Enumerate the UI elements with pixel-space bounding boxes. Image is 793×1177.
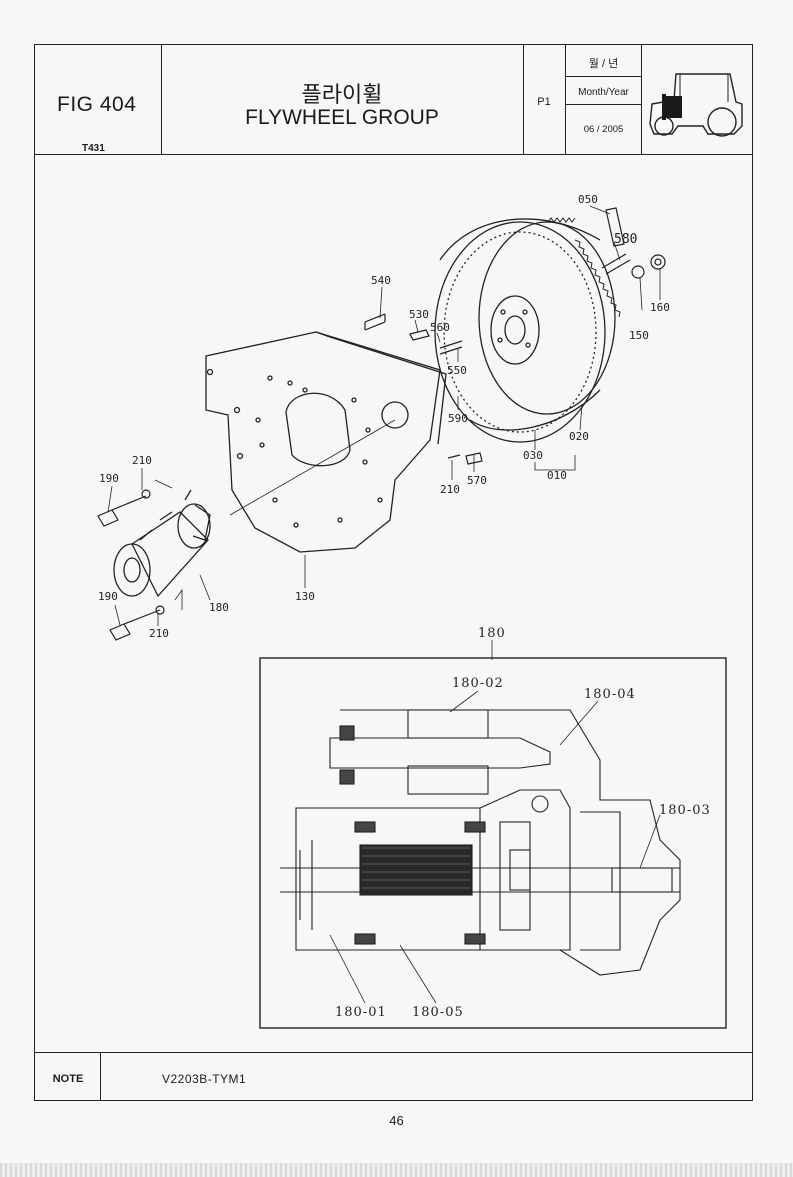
callout-150: 150 (629, 329, 649, 342)
starter-cutaway-drawing (280, 709, 681, 976)
callout-030: 030 (523, 449, 543, 462)
header-col-3 (565, 44, 566, 154)
title-english: FLYWHEEL GROUP (245, 106, 439, 129)
footer-divider (34, 1052, 753, 1053)
note-value: V2203B-TYM1 (162, 1072, 247, 1086)
date-label: Month/Year (578, 87, 629, 98)
callout-190-b: 190 (98, 590, 118, 603)
callout-210-a: 210 (440, 483, 460, 496)
detail-callout-180-04: 180-04 (584, 687, 636, 702)
detail-callout-180-03: 180-03 (659, 803, 711, 818)
header-col-2 (523, 44, 524, 154)
header-divider (34, 154, 753, 155)
date-divider-2 (565, 104, 641, 105)
date-value: 06 / 2005 (583, 124, 624, 135)
callout-570: 570 (467, 474, 487, 487)
callout-210-c: 210 (149, 627, 169, 640)
callout-580: 580 (614, 232, 637, 247)
detail-callout-180-05: 180-05 (412, 1005, 464, 1020)
callout-530: 530 (409, 308, 429, 321)
title-korean: 플라이휠 (301, 82, 383, 107)
callout-180: 180 (209, 601, 229, 614)
callout-020: 020 (569, 430, 589, 443)
callout-010: 010 (547, 469, 567, 482)
header-col-1 (161, 44, 162, 154)
date-label-korean: 월 / 년 (588, 58, 619, 70)
tractor-icon (649, 73, 743, 137)
leader-lines (107, 205, 661, 660)
detail-callout-180-02: 180-02 (452, 676, 504, 691)
callout-210-b: 210 (132, 454, 152, 467)
note-label: NOTE (52, 1073, 84, 1085)
model-code: T431 (82, 143, 105, 154)
callout-190-a: 190 (99, 472, 119, 485)
page-number: 46 (389, 1113, 404, 1128)
starter-motor-drawing (113, 489, 211, 598)
detail-box (259, 657, 727, 1029)
fastener-drawings (97, 207, 666, 641)
detail-callout-180-01: 180-01 (335, 1005, 387, 1020)
housing-plate-drawing (205, 331, 447, 553)
detail-title: 180 (478, 626, 506, 641)
fig-number: FIG 404 (57, 93, 137, 116)
callout-590: 590 (448, 412, 468, 425)
page-frame (34, 44, 753, 1101)
page-code: P1 (537, 96, 551, 108)
detail-leader-lines (329, 690, 661, 1004)
callout-550: 550 (447, 364, 467, 377)
callout-540: 540 (371, 274, 391, 287)
callout-050: 050 (578, 193, 598, 206)
flywheel-drawing (434, 217, 621, 443)
scan-artifact (0, 1163, 793, 1177)
callout-160: 160 (650, 301, 670, 314)
callout-560: 560 (430, 321, 450, 334)
date-divider-1 (565, 76, 641, 77)
header-col-4 (641, 44, 642, 154)
callout-130: 130 (295, 590, 315, 603)
note-divider (100, 1052, 101, 1101)
